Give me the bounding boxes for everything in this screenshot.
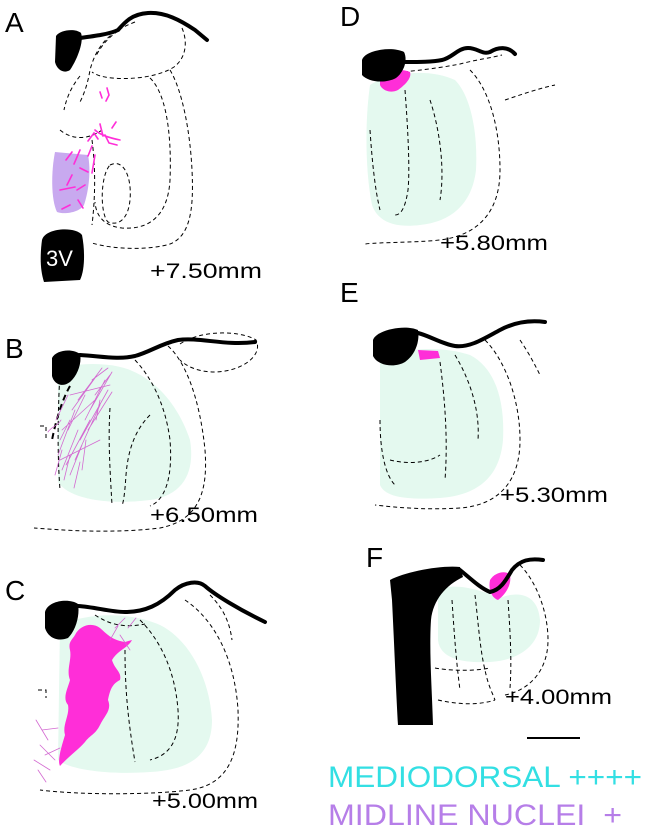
panel-f-contour	[507, 599, 512, 689]
panel-e-letter: E	[340, 277, 359, 308]
panel-c-habenula-blob	[45, 600, 79, 640]
panel-c-labeled-fibers	[33, 617, 137, 783]
third-ventricle-label: 3V	[46, 246, 73, 271]
panel-b-contour	[33, 345, 207, 532]
panel-f-contour	[504, 564, 549, 696]
legend-midline-nuclei: MIDLINE NUCLEI +	[328, 799, 622, 830]
panel-f-dark-region	[390, 566, 463, 725]
panel-d-habenula-blob	[362, 49, 406, 82]
panel-c-contour	[124, 649, 136, 763]
panel-f-surface-line	[458, 557, 545, 594]
panel-e-contour	[454, 354, 479, 441]
panel-e-contour	[379, 419, 396, 486]
panel-a: 3V A +7.50mm	[5, 7, 262, 283]
panel-e-contour	[374, 339, 521, 510]
panel-e-contour	[519, 339, 541, 376]
panel-d-surface-line	[402, 46, 517, 64]
legend-mediodorsal: MEDIODORSAL ++++	[328, 761, 642, 794]
panel-f-contour	[451, 599, 461, 691]
panel-b-labeled-fibers	[47, 367, 113, 489]
panel-c: C +5.00mm	[5, 575, 267, 813]
panel-c-contour	[38, 689, 47, 698]
panel-f: F +4.00mm	[366, 542, 612, 739]
panel-a-labeled-fibers	[59, 87, 121, 210]
panel-d: D +5.80mm	[340, 1, 556, 255]
panel-b-contour	[121, 414, 151, 507]
panel-b-contour	[51, 385, 71, 441]
panel-b-letter: B	[5, 333, 24, 364]
panel-b-coordinate: +6.50mm	[150, 504, 258, 527]
panel-c-letter: C	[5, 575, 25, 606]
panel-a-contour	[59, 129, 103, 138]
panel-e-contour	[439, 361, 447, 481]
panel-a-contour	[91, 69, 193, 249]
legend: MEDIODORSAL ++++ MIDLINE NUCLEI +	[328, 761, 642, 830]
panel-a-letter: A	[5, 7, 24, 38]
panel-c-contour	[139, 619, 179, 761]
panel-a-contour	[91, 139, 96, 226]
panel-e-mediodorsal-region	[380, 348, 504, 499]
panel-a-contour	[91, 27, 186, 79]
panel-e-contour	[389, 454, 441, 463]
panel-d-contour	[364, 69, 501, 245]
third-ventricle	[40, 229, 85, 282]
panel-a-contour	[63, 75, 81, 111]
panel-b-surface-line	[78, 337, 257, 360]
panel-b-contour	[57, 371, 61, 491]
panel-f-contour	[434, 667, 491, 671]
panel-a-coordinate: +7.50mm	[150, 260, 262, 283]
panel-e-labeled-region	[418, 350, 440, 360]
panel-f-mediodorsal-region	[438, 586, 540, 663]
panel-f-coordinate: +4.00mm	[505, 686, 612, 709]
panel-a-contour	[101, 163, 131, 224]
panel-e: E +5.30mm	[340, 277, 608, 510]
panel-d-contour	[394, 89, 410, 216]
panel-d-contour	[504, 84, 556, 101]
panel-a-surface-line	[78, 10, 209, 42]
panel-f-contour	[474, 594, 496, 701]
panel-d-coordinate: +5.80mm	[440, 232, 548, 255]
panel-c-contour	[39, 599, 239, 795]
panel-e-surface-line	[416, 319, 547, 349]
panel-c-surface-line	[76, 580, 267, 624]
panel-d-letter: D	[340, 1, 360, 32]
panel-b: B +6.50mm	[5, 332, 258, 532]
panel-e-coordinate: +5.30mm	[500, 484, 608, 507]
panel-d-mediodorsal-region	[366, 72, 477, 226]
panel-d-contour	[429, 99, 443, 201]
panel-d-contour	[403, 54, 503, 73]
panel-b-contour	[179, 332, 258, 373]
panel-c-coordinate: +5.00mm	[152, 790, 258, 813]
panel-a-habenula-blob	[55, 30, 82, 72]
panel-a-midline-region	[52, 152, 90, 214]
panel-f-letter: F	[366, 542, 383, 573]
panel-b-mediodorsal-region	[58, 364, 192, 502]
panel-b-contour	[40, 425, 47, 440]
panel-f-contour	[437, 699, 496, 705]
panel-b-habenula-blob	[52, 350, 81, 385]
panel-d-contour	[369, 129, 381, 211]
panel-e-habenula-blob	[373, 327, 419, 366]
panel-c-labeled-region	[59, 624, 132, 766]
panel-a-contour	[94, 77, 171, 229]
panel-b-contour	[108, 407, 113, 506]
